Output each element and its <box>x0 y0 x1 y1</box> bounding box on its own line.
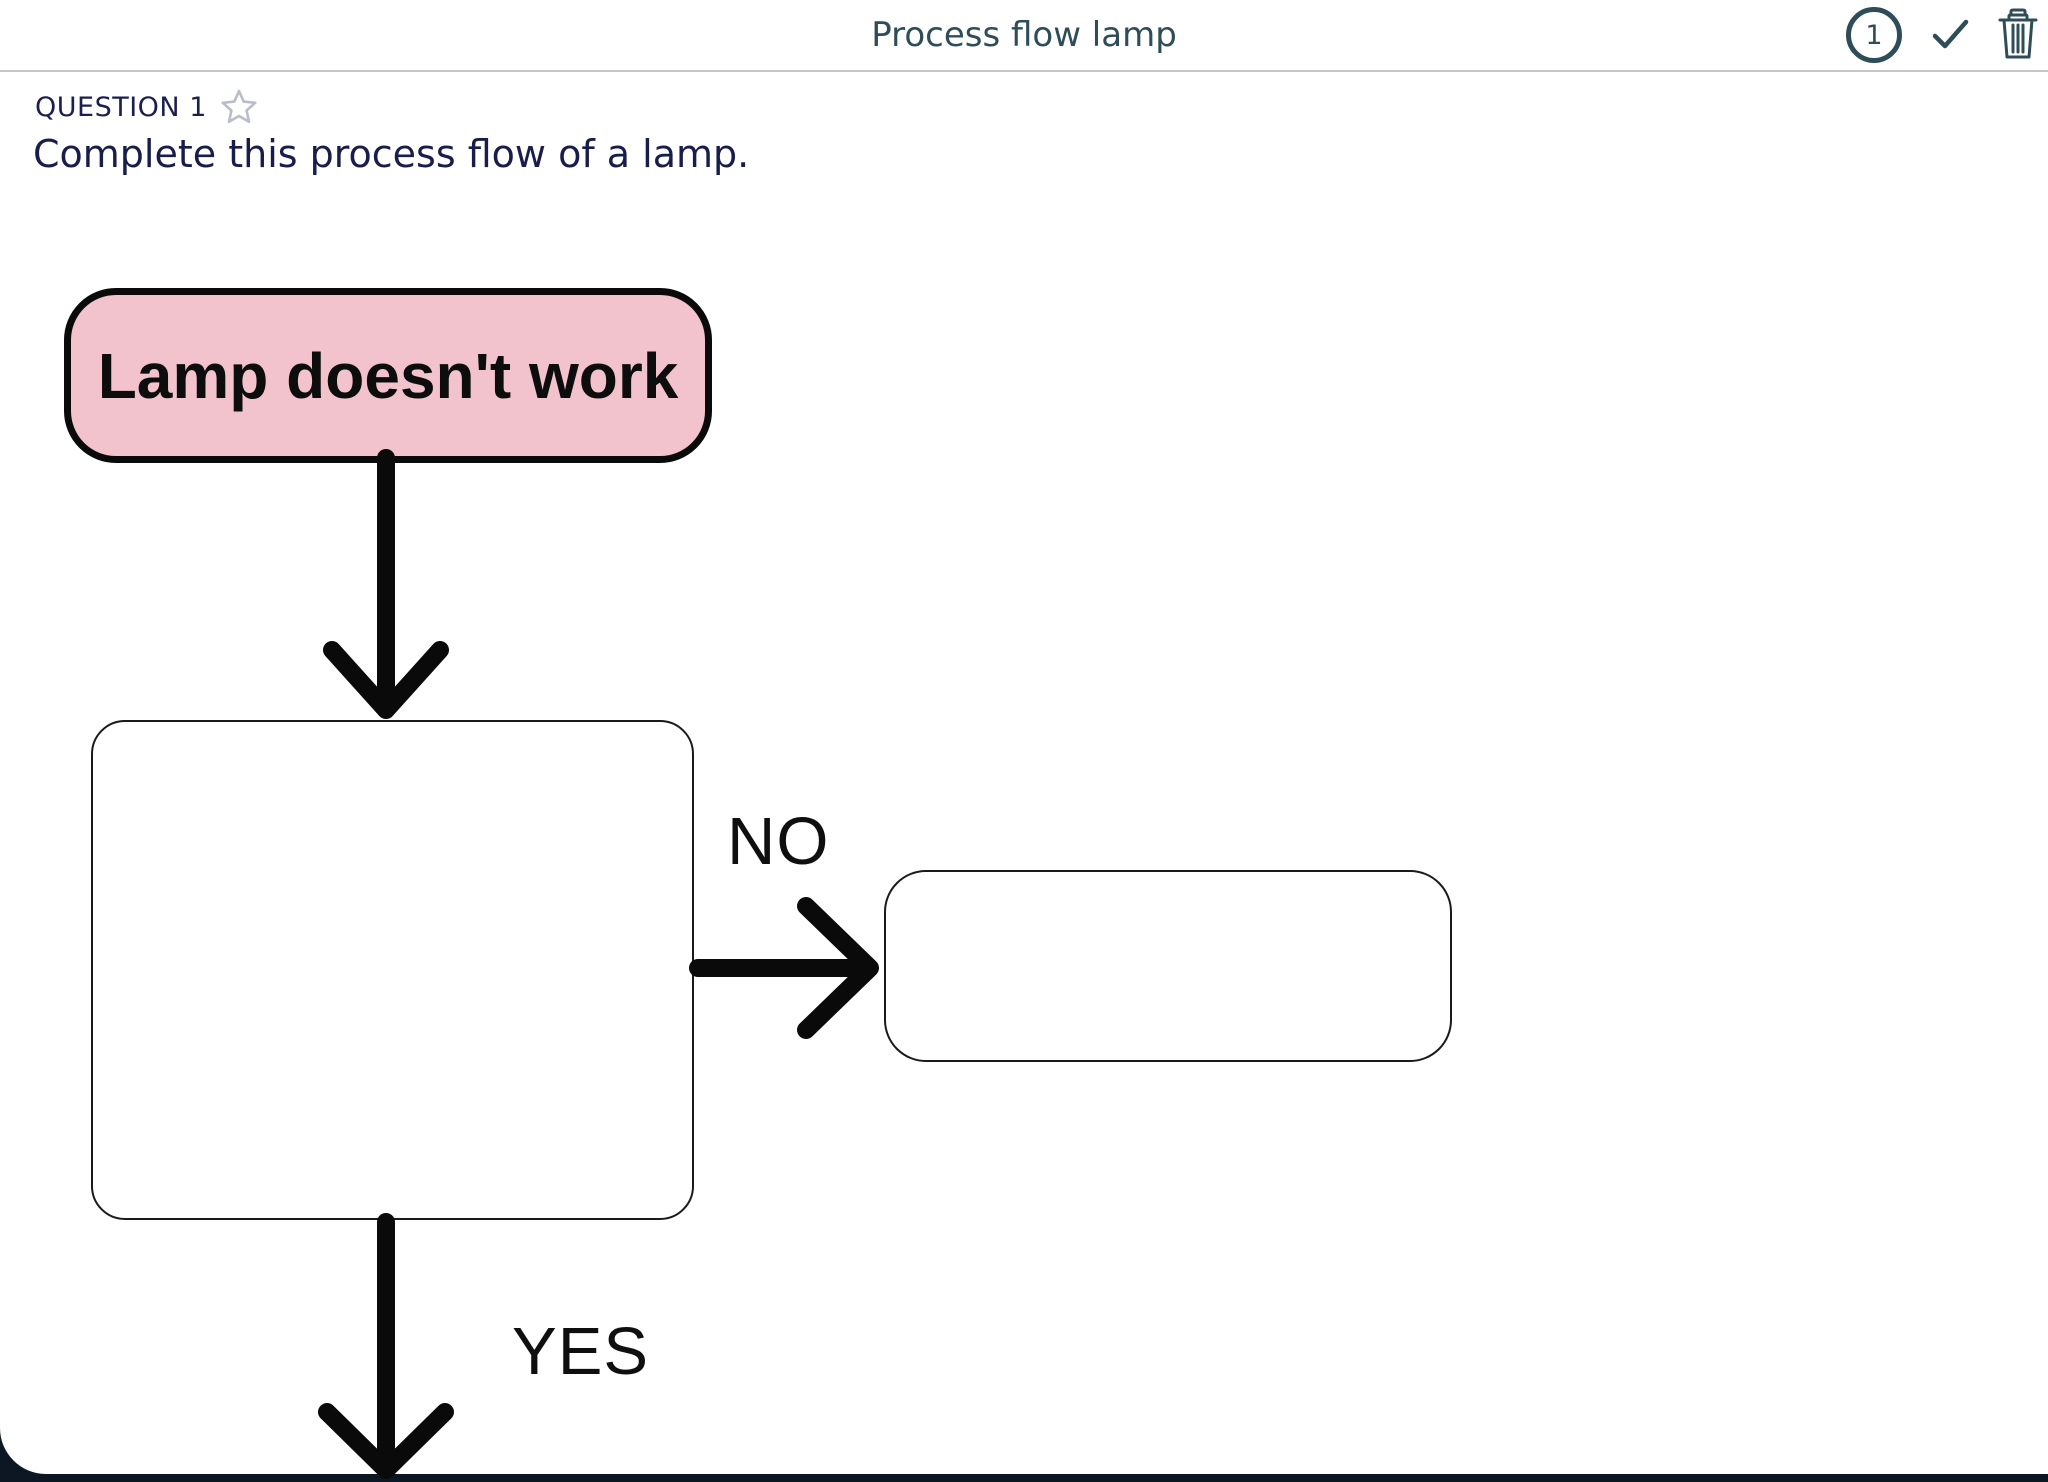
arrow-down-2-head <box>318 1403 454 1479</box>
arrow-down-1-head <box>323 641 449 719</box>
points-badge-value: 1 <box>1865 19 1883 51</box>
flow-no-branch-label: NO <box>727 804 830 879</box>
question-number-label: QUESTION 1 <box>35 91 207 123</box>
points-badge[interactable]: 1 <box>1846 7 1902 63</box>
page-title: Process flow lamp <box>871 15 1177 55</box>
flow-no-result-blank-box[interactable] <box>884 870 1452 1062</box>
arrow-right-head <box>797 897 879 1039</box>
checkmark-icon <box>1928 14 1972 57</box>
header-bar: Process flow lamp 1 <box>0 0 2048 72</box>
header-actions: 1 <box>1846 0 2038 70</box>
flow-yes-branch-label: YES <box>512 1314 650 1389</box>
question-header: QUESTION 1 <box>35 88 259 126</box>
bookmark-star-icon[interactable] <box>219 88 259 126</box>
flow-start-node-label: Lamp doesn't work <box>97 339 679 412</box>
question-prompt: Complete this process flow of a lamp. <box>33 132 750 176</box>
grade-check-button[interactable] <box>1928 14 1972 57</box>
flow-start-node: Lamp doesn't work <box>64 288 712 463</box>
delete-button[interactable] <box>1998 8 2038 63</box>
flow-decision-blank-box[interactable] <box>91 720 694 1220</box>
trash-icon <box>1998 8 2038 63</box>
